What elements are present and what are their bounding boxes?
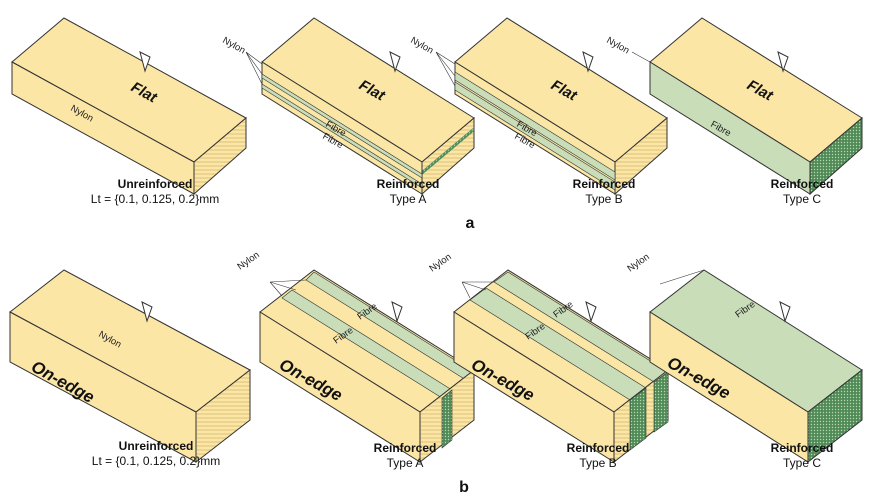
caption-title: Reinforced bbox=[771, 441, 834, 455]
caption-sub: Type A bbox=[390, 192, 427, 206]
specimen-b-type-a: On-edge Fibre Fibre Nylon bbox=[235, 250, 475, 464]
row-a: Flat Nylon Flat Fibre Fibre Nylon bbox=[11, 17, 863, 232]
caption-title: Reinforced bbox=[374, 441, 437, 455]
specimen-b-type-c: On-edge Fibre Nylon bbox=[625, 252, 863, 464]
caption-title: Reinforced bbox=[771, 177, 834, 191]
caption-sub: Type B bbox=[579, 456, 616, 470]
specimen-a-unreinforced: Flat Nylon bbox=[11, 17, 247, 196]
caption-sub: Type C bbox=[783, 192, 821, 206]
caption-title: Reinforced bbox=[573, 177, 636, 191]
nylon-label: Nylon bbox=[409, 35, 436, 56]
specimen-a-type-c: Flat Fibre Nylon bbox=[605, 17, 863, 196]
panel-label-a: a bbox=[466, 215, 475, 232]
specimen-a-type-a: Flat Fibre Fibre Nylon bbox=[221, 17, 475, 196]
nylon-label: Nylon bbox=[235, 250, 261, 273]
caption-title: Reinforced bbox=[377, 177, 440, 191]
nylon-label: Nylon bbox=[427, 252, 453, 275]
caption-sub: Lt = {0.1, 0.125, 0.2}mm bbox=[91, 192, 219, 206]
specimen-b-type-b: On-edge Fibre Fibre Nylon bbox=[427, 252, 669, 464]
nylon-label: Nylon bbox=[605, 35, 632, 56]
caption-title: Reinforced bbox=[567, 441, 630, 455]
specimen-a-type-b: Flat Fibre Fibre Nylon bbox=[409, 17, 668, 196]
caption-sub: Type C bbox=[783, 456, 821, 470]
row-b: On-edge Nylon On-edge Fibre Fibre Nylon bbox=[9, 250, 863, 496]
specimen-b-unreinforced: On-edge Nylon bbox=[9, 269, 251, 464]
nylon-label: Nylon bbox=[221, 35, 248, 56]
caption-sub: Type B bbox=[585, 192, 622, 206]
panel-label-b: b bbox=[459, 479, 469, 496]
caption-title: Unreinforced bbox=[119, 439, 194, 453]
nylon-label: Nylon bbox=[625, 252, 651, 275]
caption-sub: Type A bbox=[387, 456, 424, 470]
caption-sub: Lt = {0.1, 0.125, 0.2}mm bbox=[92, 454, 220, 468]
caption-title: Unreinforced bbox=[118, 177, 193, 191]
